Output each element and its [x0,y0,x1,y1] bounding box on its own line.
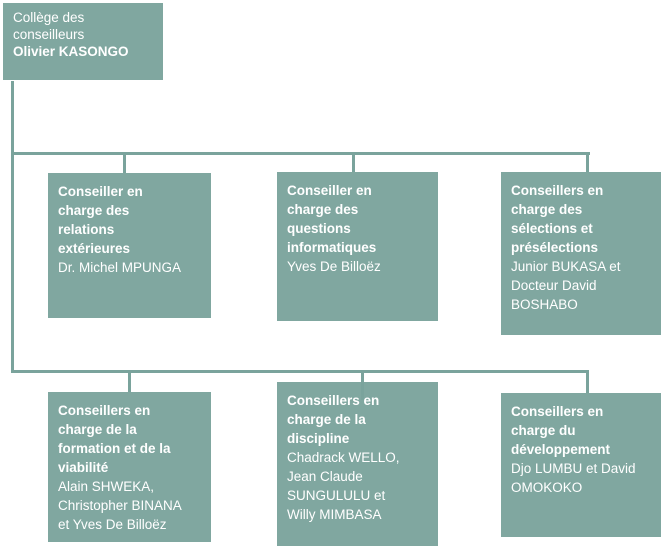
connector-tier2-drop-3 [586,370,589,393]
org-node-members: Junior BUKASA et Docteur David BOSHABO [511,259,621,312]
org-node-college-des-conseillers: Collège des conseilleurs Olivier KASONGO [3,3,163,80]
org-node-developpement: Conseillers en charge du développement D… [501,393,661,537]
org-node-members: Djo LUMBU et David OMOKOKO [511,461,636,495]
org-node-questions-informatiques: Conseiller en charge des questions infor… [277,172,438,321]
connector-root-vertical [11,81,14,373]
org-node-members: Chadrack WELLO, Jean Claude SUNGULULU et… [287,450,400,522]
org-node-title: Conseillers en charge des sélections et … [511,183,604,255]
connector-tier2-drop-2 [361,370,364,400]
org-node-title: Conseiller en charge des questions infor… [287,183,377,255]
org-node-title: Collège des conseilleurs [13,10,85,42]
connector-tier1-drop-2 [352,152,355,172]
connector-tier1-drop-3 [586,152,589,172]
org-node-formation-viabilite: Conseillers en charge de la formation et… [48,392,211,542]
org-node-members: Dr. Michel MPUNGA [58,260,182,275]
org-node-title: Conseillers en charge du développement [511,404,611,457]
org-node-title: Conseillers en charge de la discipline [287,393,380,446]
org-node-discipline: Conseillers en charge de la discipline C… [277,382,438,546]
connector-tier1-horizontal [11,152,590,155]
org-node-leader-name: Olivier KASONGO [13,44,129,59]
org-node-members: Alain SHWEKA, Christopher BINANA et Yves… [58,479,182,532]
org-node-members: Yves De Billoëz [287,259,381,274]
org-node-selections-preselections: Conseillers en charge des sélections et … [501,172,661,335]
org-node-title: Conseillers en charge de la formation et… [58,403,171,475]
connector-tier1-drop-1 [123,152,126,173]
org-node-relations-exterieures: Conseiller en charge des relations extér… [48,173,211,318]
org-node-title: Conseiller en charge des relations extér… [58,184,143,256]
connector-tier2-horizontal [11,370,589,373]
connector-tier2-drop-1 [128,370,131,392]
